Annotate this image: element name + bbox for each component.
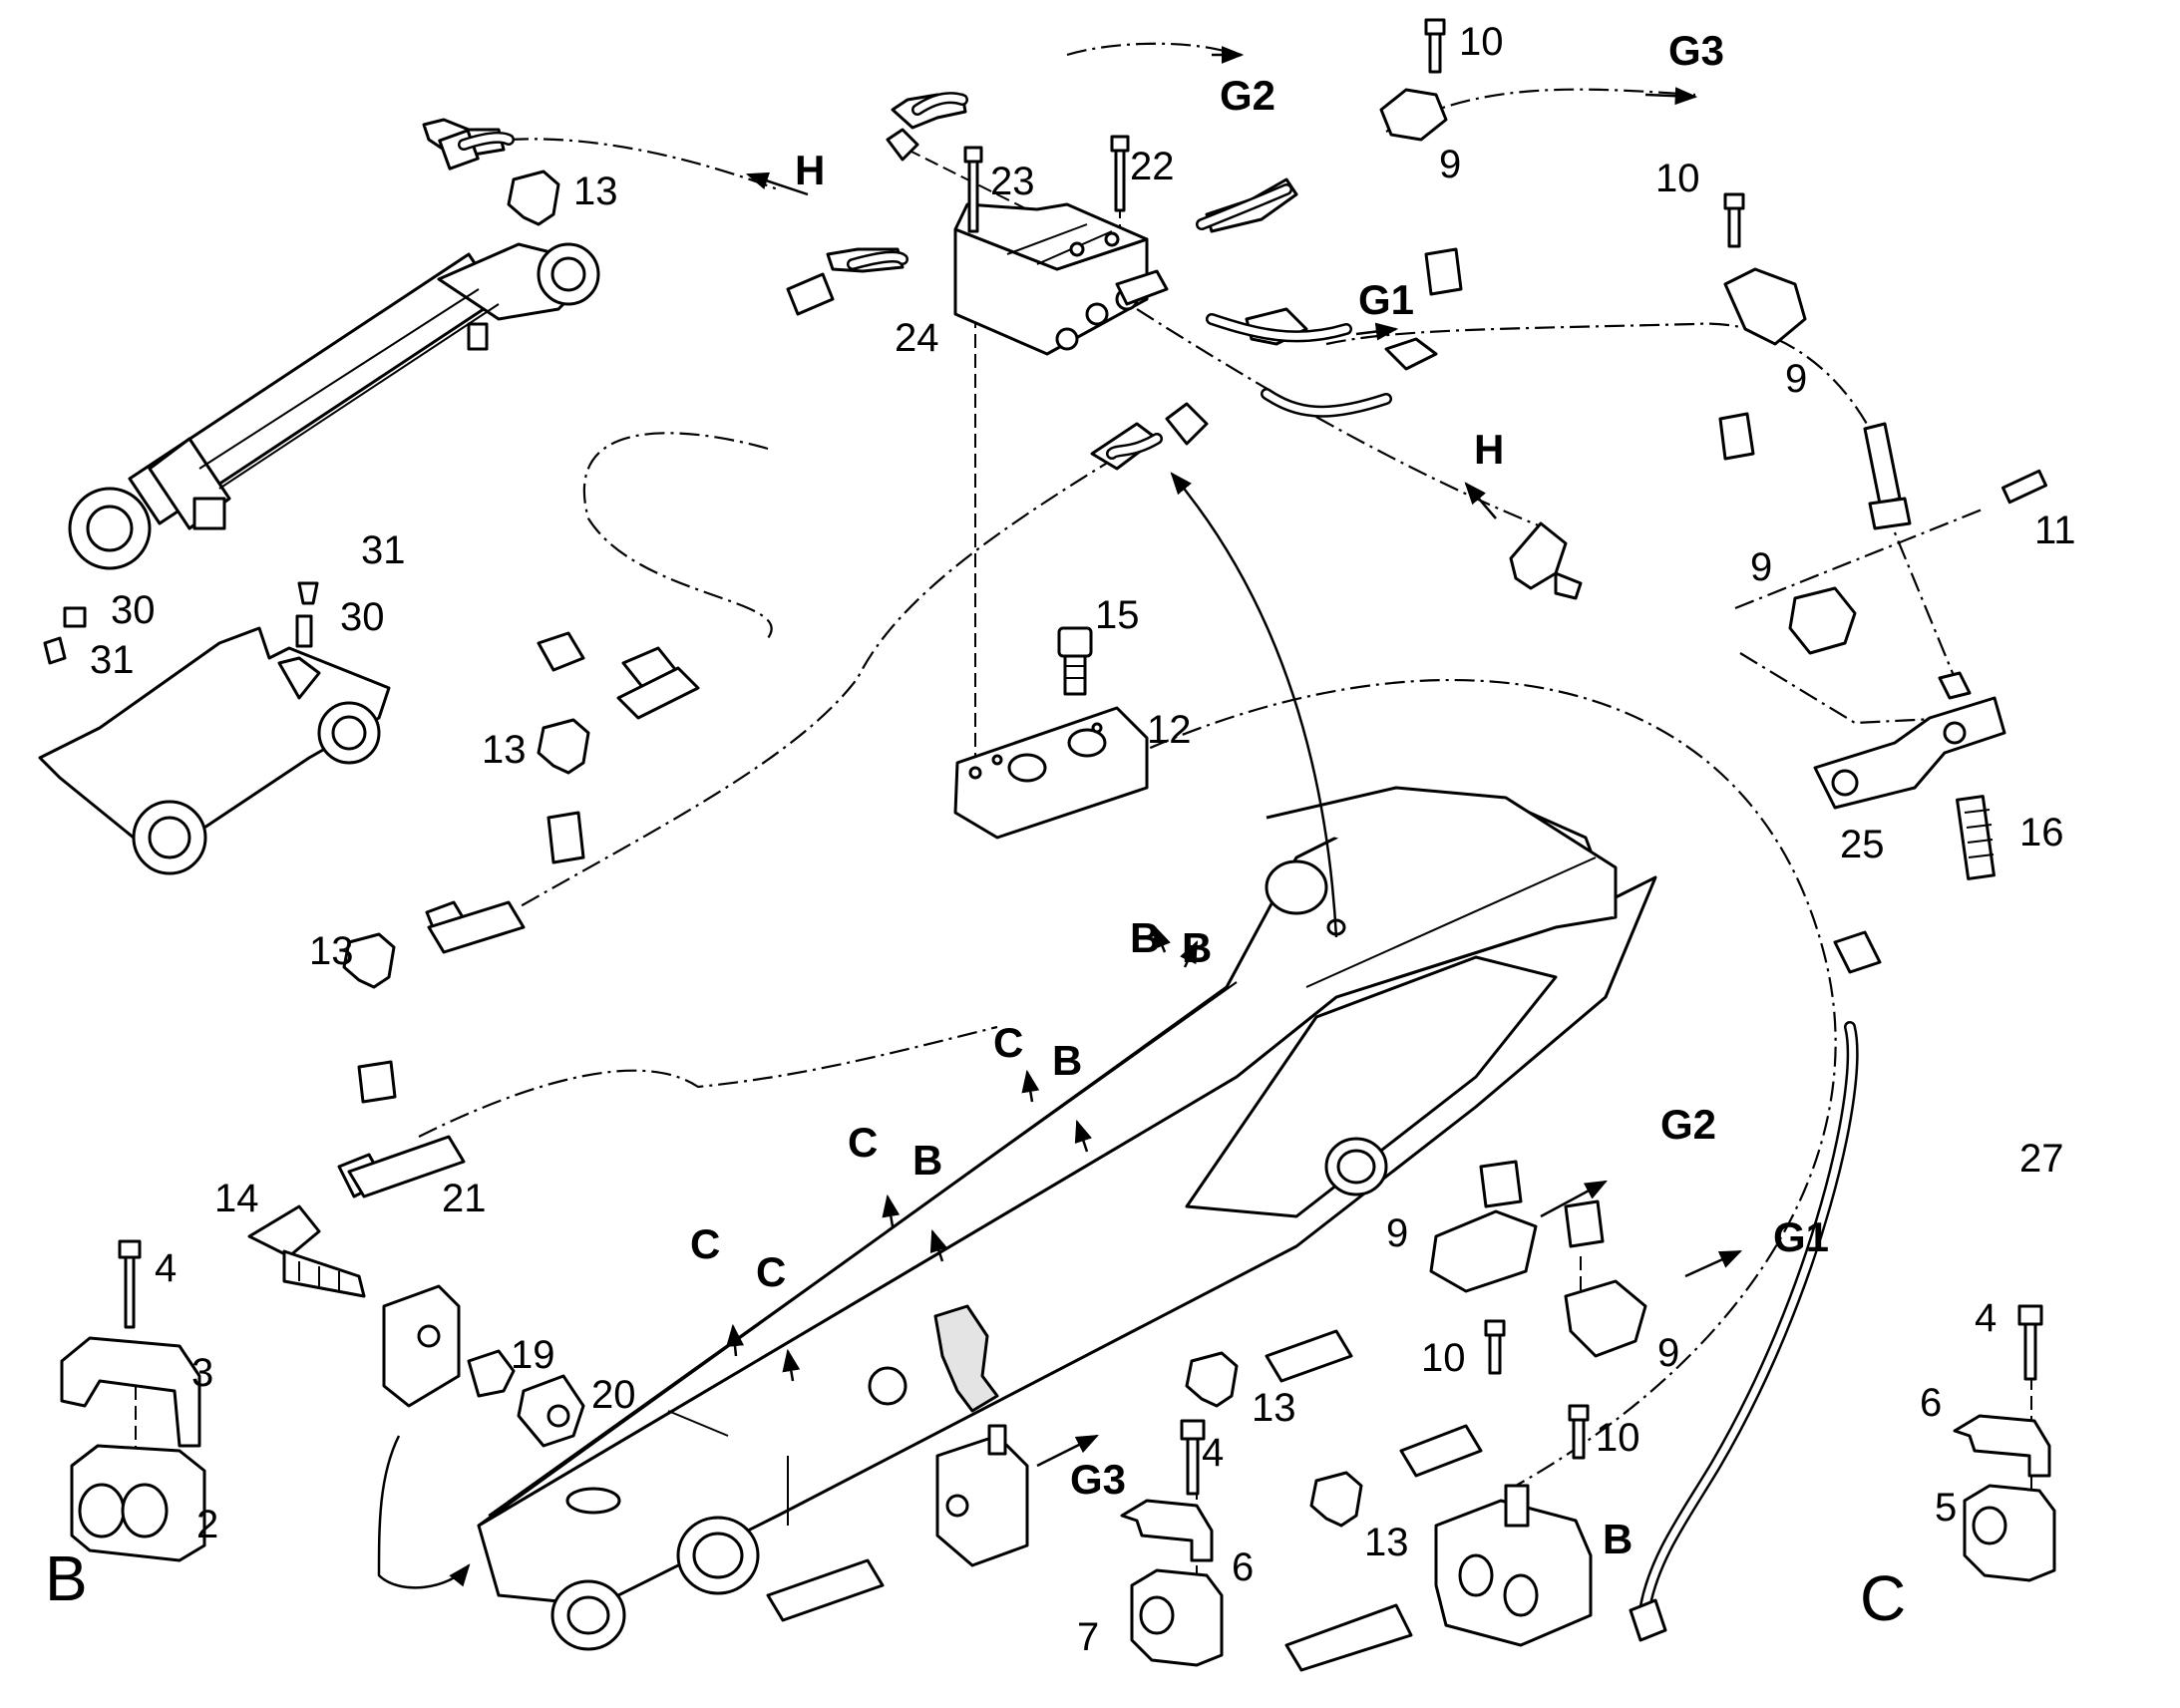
ref-g1: G1 (1358, 276, 1414, 323)
callout-9: 9 (1785, 357, 1807, 401)
hose-end-fittings (347, 666, 1882, 1672)
ref-b: B (1130, 914, 1160, 961)
bracket-25 (1813, 671, 2006, 810)
cap-screw (1057, 626, 1093, 696)
ref-g3: G3 (1668, 27, 1724, 74)
flange-plate-20 (382, 1284, 461, 1408)
callout-13: 13 (1364, 1521, 1409, 1564)
callout-14: 14 (214, 1177, 259, 1220)
ref-b: B (1603, 1516, 1633, 1562)
callout-9: 9 (1657, 1331, 1679, 1375)
ref-h: H (1474, 426, 1504, 473)
ref-g2: G2 (1220, 72, 1275, 119)
detail-label-c: C (1860, 1562, 1906, 1634)
ref-g1: G1 (1773, 1213, 1829, 1260)
ref-b: B (1052, 1037, 1082, 1084)
hydraulic-cylinder (68, 242, 600, 570)
callout-13: 13 (1252, 1386, 1296, 1430)
callout-31: 31 (361, 528, 406, 572)
callout-24: 24 (895, 316, 939, 360)
hoses (458, 92, 1859, 1611)
callout-numbers: 2 3 4 4 4 5 6 6 7 9 9 9 9 9 10 10 10 10 … (90, 20, 2076, 1659)
callout-15: 15 (1095, 593, 1140, 637)
callout-25: 25 (1840, 823, 1885, 866)
screws-10 (1424, 18, 1745, 1460)
bolt-11 (2000, 469, 2048, 505)
callout-31: 31 (90, 638, 135, 682)
clamp-g3-bottom (935, 1424, 1029, 1567)
detail-c-clamp-assembly (1953, 1304, 2056, 1582)
callout-3: 3 (191, 1351, 213, 1395)
callout-9: 9 (1386, 1211, 1408, 1255)
callout-10: 10 (1459, 20, 1504, 64)
valve-block (953, 202, 1169, 356)
ref-c: C (848, 1119, 878, 1166)
clamp-b-bottom (1434, 1484, 1593, 1647)
callout-5: 5 (1935, 1486, 1957, 1530)
nut-19 (467, 1349, 585, 1448)
callout-23: 23 (990, 160, 1035, 203)
cylinder-mount-bracket (38, 581, 391, 875)
ref-c: C (756, 1248, 786, 1295)
elbow-14 (247, 1204, 366, 1298)
detail-view-labels: B C (45, 1542, 1906, 1634)
spacer-rings (357, 811, 1605, 1248)
ref-g2: G2 (1660, 1101, 1716, 1148)
callout-30: 30 (111, 588, 156, 632)
long-bolts (963, 135, 1130, 233)
callout-10: 10 (1655, 157, 1700, 200)
boom-arm (477, 786, 1657, 1651)
ref-b: B (912, 1137, 942, 1184)
callout-13: 13 (573, 170, 618, 213)
ref-c: C (993, 1019, 1023, 1066)
callout-12: 12 (1147, 708, 1192, 752)
callout-4: 4 (1975, 1296, 1997, 1340)
bolt-16 (1956, 795, 1996, 880)
ref-h: H (795, 147, 825, 193)
adapters-13 (342, 170, 1363, 1528)
callout-13: 13 (482, 728, 527, 772)
callout-21: 21 (442, 1177, 487, 1220)
callout-10: 10 (1421, 1336, 1466, 1380)
clamp-6-7 (1120, 1419, 1224, 1667)
callout-10: 10 (1596, 1416, 1640, 1460)
callout-19: 19 (511, 1333, 555, 1377)
callout-2: 2 (196, 1503, 218, 1546)
callout-7: 7 (1077, 1615, 1099, 1659)
callout-4: 4 (155, 1246, 177, 1290)
callout-6: 6 (1920, 1381, 1942, 1425)
callout-11: 11 (2034, 509, 2076, 552)
reference-arrows (377, 46, 1743, 1589)
detail-label-b: B (45, 1542, 88, 1614)
mounting-plate (953, 706, 1149, 840)
ref-g3: G3 (1070, 1456, 1126, 1503)
detail-b-clamp-assembly (60, 1239, 206, 1562)
callout-6: 6 (1232, 1545, 1254, 1589)
clamps-9 (1429, 586, 1857, 1358)
ref-c: C (690, 1220, 720, 1267)
callout-16: 16 (2019, 811, 2064, 854)
reference-letters: G2 G3 G1 H H G2 G1 G3 B B B B B C C C C (690, 27, 1829, 1562)
callout-27: 27 (2019, 1137, 2064, 1181)
callout-4: 4 (1202, 1431, 1224, 1475)
ref-b: B (1182, 924, 1212, 971)
callout-22: 22 (1130, 145, 1175, 188)
callout-9: 9 (1439, 143, 1461, 186)
callout-13: 13 (309, 929, 354, 973)
callout-20: 20 (591, 1373, 636, 1417)
callout-9: 9 (1750, 545, 1772, 589)
callout-30: 30 (340, 595, 385, 639)
